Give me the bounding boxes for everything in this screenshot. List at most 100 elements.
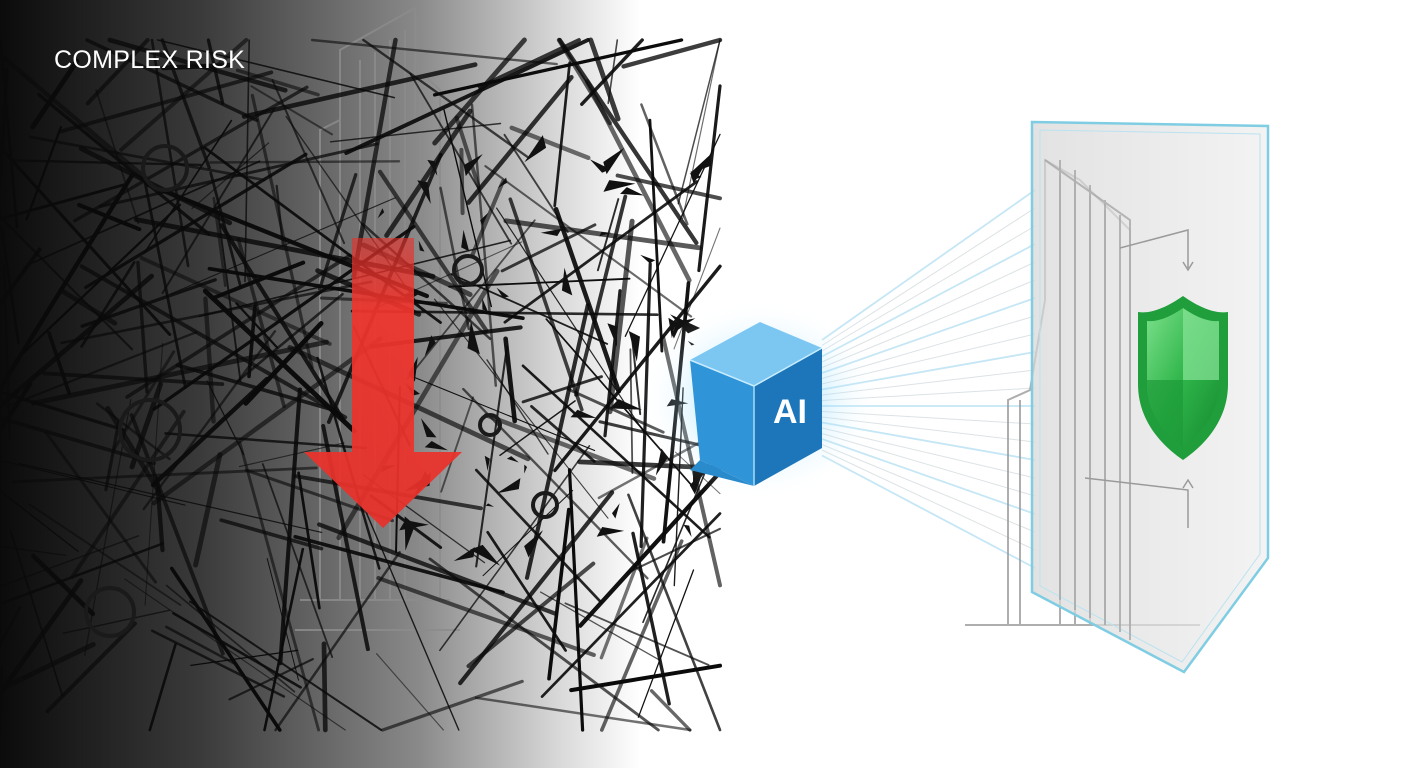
chaos-line: [607, 39, 619, 105]
chaos-shard: [484, 455, 490, 471]
chaos-line: [567, 468, 585, 732]
chaos-shard: [524, 530, 543, 558]
chaos-line: [317, 522, 559, 617]
chaos-line: [681, 39, 721, 220]
chaos-shard: [424, 335, 436, 357]
chaos-line: [206, 38, 225, 105]
chaos-shard: [427, 159, 438, 176]
light-beam: [821, 243, 1036, 358]
chaos-line: [553, 61, 572, 208]
chaos-line: [84, 152, 308, 290]
chaos-line: [31, 553, 96, 617]
chaos-shard: [612, 503, 620, 519]
chaos-shard: [628, 331, 640, 362]
chaos-line: [574, 194, 628, 397]
chaos-shard: [603, 180, 636, 192]
chaos-shard: [596, 527, 625, 537]
chaos-line: [37, 92, 211, 236]
chaos-line: [607, 218, 635, 415]
chaos-line: [344, 38, 590, 155]
chaos-line: [191, 142, 270, 210]
chaos-shard: [418, 240, 425, 252]
chaos-line: [44, 431, 157, 584]
chaos-shard: [404, 516, 416, 551]
chaos-line: [165, 625, 238, 666]
chaos-line: [278, 387, 302, 666]
chaos-line: [105, 406, 162, 495]
chaos-line: [9, 530, 64, 697]
chaos-line: [428, 557, 660, 732]
chaos-line: [150, 629, 286, 698]
chaos-shard: [599, 231, 612, 237]
chaos-shard: [421, 418, 437, 438]
chaos-line: [150, 376, 270, 488]
chaos-line: [142, 330, 277, 511]
chaos-line: [411, 375, 596, 452]
chaos-line: [530, 404, 596, 463]
chaos-line: [261, 463, 334, 658]
chaos-line: [209, 160, 401, 164]
chaos-ring: [452, 254, 484, 286]
chaos-line: [164, 432, 367, 450]
chaos-line: [47, 331, 72, 396]
chaos-line: [59, 70, 274, 134]
chaos-line: [28, 503, 182, 606]
chaos-line: [448, 277, 631, 288]
chaos-line: [466, 75, 574, 205]
chaos-line: [503, 133, 569, 233]
chaos-line: [297, 471, 321, 610]
chaos-line: [170, 566, 282, 732]
chaos-line: [0, 606, 22, 646]
chaos-line: [362, 38, 529, 159]
chaos-shard: [496, 287, 509, 298]
chaos-line: [439, 186, 471, 331]
chaos-shard: [467, 320, 480, 355]
chaos-line: [142, 176, 187, 389]
chaos-line: [0, 490, 79, 553]
chaos-line: [0, 226, 20, 345]
chaos-line: [30, 58, 80, 130]
chaos-line: [129, 413, 225, 656]
chaos-line: [384, 108, 473, 238]
chaos-ring: [84, 586, 136, 638]
chaos-line: [0, 215, 134, 351]
chaos-line: [85, 38, 259, 122]
light-beam: [821, 207, 1036, 346]
chaos-line: [557, 37, 699, 246]
chaos-line: [77, 203, 142, 232]
chaos-shard: [482, 298, 488, 312]
chaos-line: [649, 689, 692, 732]
chaos-line: [104, 420, 121, 492]
chaos-line: [466, 561, 596, 669]
chaos-line: [228, 657, 314, 701]
chaos-line: [125, 253, 352, 399]
chaos-line: [470, 103, 498, 387]
chaos-line: [18, 462, 323, 534]
chaos-line: [578, 470, 723, 628]
chaos-line: [151, 336, 383, 506]
chaos-line: [62, 609, 171, 634]
light-beam: [821, 189, 1036, 341]
green-shield-icon: [1138, 296, 1228, 460]
light-beam: [821, 444, 1036, 533]
chaos-shard: [377, 208, 385, 219]
chaos-line: [317, 173, 358, 291]
chaos-line: [376, 576, 596, 657]
chaos-line: [376, 653, 444, 731]
chaos-line: [521, 364, 711, 539]
chaos-line: [440, 396, 475, 493]
chaos-line: [0, 459, 186, 506]
chaos-line: [439, 445, 591, 652]
chaos-line: [165, 584, 296, 693]
chaos-line: [293, 534, 505, 595]
chaos-shard: [461, 229, 470, 252]
chaos-line: [503, 336, 518, 424]
chaos-line: [631, 339, 642, 416]
chaos-line: [0, 172, 135, 391]
chaos-line: [615, 173, 722, 201]
chaos-line: [599, 539, 684, 732]
chaos-line: [483, 412, 657, 481]
chaos-shard: [690, 170, 702, 179]
light-beam: [821, 225, 1036, 352]
